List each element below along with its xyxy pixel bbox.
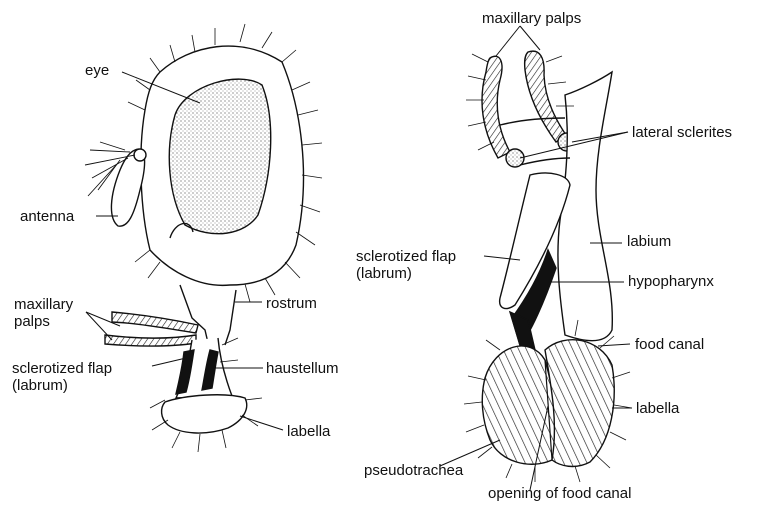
label-haustellum: haustellum [266,360,339,377]
label-pseudotrachea: pseudotrachea [364,462,463,479]
labella-right-lobe [545,340,614,467]
label-lateral-sclerites: lateral sclerites [632,124,732,141]
label-food-canal: food canal [635,336,704,353]
label-labella-right: labella [636,400,679,417]
label-maxillary-palps-right: maxillary palps [482,10,581,27]
label-labium: labium [627,233,671,250]
left-fly-head [85,24,322,452]
label-maxillary-palps-left: maxillary palps [14,296,73,330]
label-sclerotized-flap-left: sclerotized flap (labrum) [12,360,112,394]
label-antenna: antenna [20,208,74,225]
right-palp-left [482,56,510,158]
label-rostrum: rostrum [266,295,317,312]
label-eye: eye [85,62,109,79]
labium-shape [558,72,612,341]
palp-lower [105,335,196,346]
labella-shape [162,395,247,433]
right-palp-right [525,51,566,142]
label-labella-left: labella [287,423,330,440]
compound-eye [169,79,270,234]
palp-upper [112,312,198,333]
right-mouthparts [464,51,632,482]
label-hypopharynx: hypopharynx [628,273,714,290]
label-opening-of-food-canal: opening of food canal [488,485,631,502]
label-sclerotized-flap-right: sclerotized flap (labrum) [356,248,456,282]
